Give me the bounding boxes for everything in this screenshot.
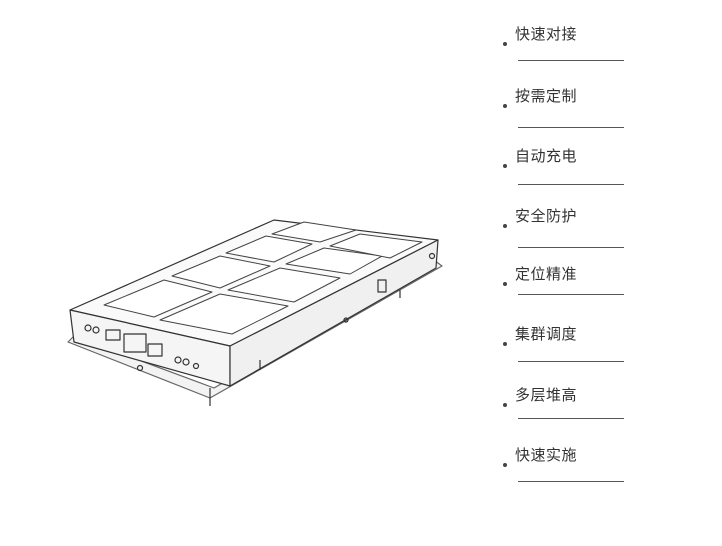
feature-item-quick-deploy: 快速实施	[500, 443, 700, 483]
feature-divider	[518, 60, 624, 61]
feature-label: 定位精准	[515, 265, 578, 283]
feature-label: 多层堆高	[515, 386, 578, 404]
feature-item-safety: 安全防护	[500, 204, 700, 248]
feature-divider	[518, 294, 624, 295]
feature-label: 按需定制	[515, 87, 578, 105]
feature-divider	[518, 184, 624, 185]
agv-robot-illustration	[60, 210, 450, 420]
feature-divider	[518, 247, 624, 248]
feature-divider	[518, 127, 624, 128]
bullet-dot	[503, 164, 507, 168]
feature-item-scheduling: 集群调度	[500, 322, 700, 362]
feature-divider	[518, 481, 624, 482]
feature-label: 安全防护	[515, 207, 578, 225]
feature-item-positioning: 定位精准	[500, 262, 700, 302]
bullet-dot	[503, 104, 507, 108]
feature-divider	[518, 418, 624, 419]
feature-label: 快速对接	[515, 25, 578, 43]
bullet-dot	[503, 224, 507, 228]
bullet-dot	[503, 342, 507, 346]
feature-item-custom: 按需定制	[500, 84, 700, 128]
feature-label: 自动充电	[515, 147, 578, 165]
bullet-dot	[503, 282, 507, 286]
feature-item-stacking: 多层堆高	[500, 383, 700, 423]
bullet-dot	[503, 42, 507, 46]
feature-list: 快速对接 按需定制 自动充电 安全防护 定位精准 集群调度 多层堆高 快速实施	[500, 0, 700, 546]
feature-divider	[518, 361, 624, 362]
feature-item-auto-charge: 自动充电	[500, 144, 700, 185]
bullet-dot	[503, 403, 507, 407]
feature-label: 快速实施	[515, 446, 578, 464]
bullet-dot	[503, 463, 507, 467]
feature-item-quick-docking: 快速对接	[500, 22, 700, 62]
feature-label: 集群调度	[515, 325, 578, 343]
agv-robot-sketch-icon	[67, 219, 443, 406]
